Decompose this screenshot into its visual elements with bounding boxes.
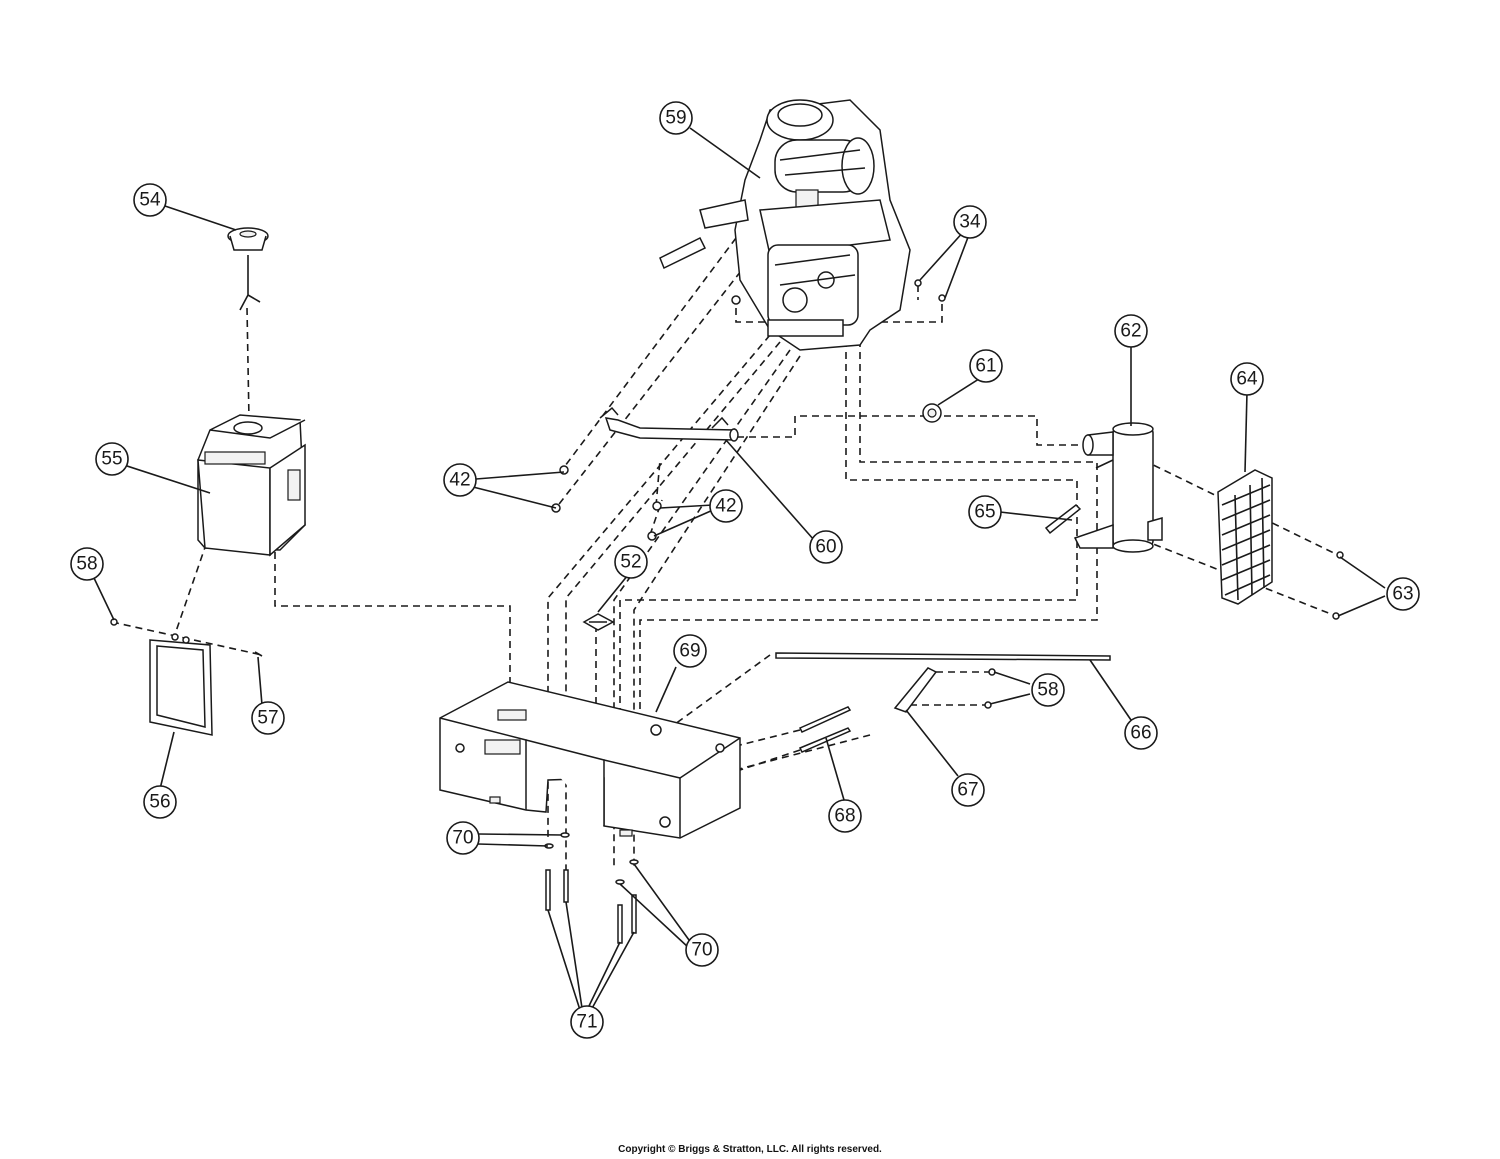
svg-text:54: 54 bbox=[139, 190, 161, 211]
callout-42-right[interactable]: 42 bbox=[709, 489, 743, 523]
callout-54[interactable]: 54 bbox=[133, 183, 167, 217]
svg-text:68: 68 bbox=[834, 806, 855, 827]
svg-text:70: 70 bbox=[691, 940, 712, 961]
callout-58-right[interactable]: 58 bbox=[1031, 673, 1065, 707]
callout-55[interactable]: 55 bbox=[95, 442, 129, 476]
svg-text:71: 71 bbox=[576, 1012, 597, 1033]
engine-mount-plate bbox=[439, 681, 741, 839]
svg-text:65: 65 bbox=[974, 502, 995, 523]
callout-34[interactable]: 34 bbox=[953, 205, 987, 239]
svg-text:42: 42 bbox=[449, 470, 470, 491]
exhaust-pipe bbox=[551, 279, 946, 541]
callout-67[interactable]: 67 bbox=[951, 773, 985, 807]
fuel-cap bbox=[227, 227, 269, 311]
muffler bbox=[1073, 422, 1163, 553]
callout-63[interactable]: 63 bbox=[1386, 577, 1420, 611]
callout-61[interactable]: 61 bbox=[969, 349, 1003, 383]
exhaust-clamp bbox=[922, 403, 942, 423]
muffler-guard bbox=[1217, 469, 1344, 620]
tank-strap bbox=[110, 618, 263, 736]
callout-62[interactable]: 62 bbox=[1114, 314, 1148, 348]
svg-text:52: 52 bbox=[620, 552, 641, 573]
svg-text:69: 69 bbox=[679, 641, 700, 662]
fuel-tank bbox=[197, 414, 306, 557]
callout-70-right[interactable]: 70 bbox=[685, 933, 719, 967]
callout-64[interactable]: 64 bbox=[1230, 362, 1264, 396]
callout-42-left[interactable]: 42 bbox=[443, 463, 477, 497]
svg-text:34: 34 bbox=[959, 212, 981, 233]
svg-text:60: 60 bbox=[815, 537, 836, 558]
svg-text:63: 63 bbox=[1392, 584, 1413, 605]
callout-52[interactable]: 52 bbox=[614, 545, 648, 579]
callout-69[interactable]: 69 bbox=[673, 634, 707, 668]
svg-text:66: 66 bbox=[1130, 723, 1151, 744]
callout-70-left[interactable]: 70 bbox=[446, 821, 480, 855]
callout-71[interactable]: 71 bbox=[570, 1005, 604, 1039]
svg-text:61: 61 bbox=[975, 356, 996, 377]
svg-text:55: 55 bbox=[101, 449, 122, 470]
svg-text:67: 67 bbox=[957, 780, 978, 801]
callout-59[interactable]: 59 bbox=[659, 101, 693, 135]
callouts: 59 54 34 61 62 64 55 42 42 60 65 52 58 6… bbox=[70, 101, 1420, 1039]
callout-58-left[interactable]: 58 bbox=[70, 547, 104, 581]
svg-text:57: 57 bbox=[257, 708, 278, 729]
svg-text:59: 59 bbox=[665, 108, 686, 129]
callout-leaders bbox=[93, 127, 1386, 1013]
svg-text:42: 42 bbox=[715, 496, 736, 517]
svg-text:58: 58 bbox=[76, 554, 97, 575]
callout-68[interactable]: 68 bbox=[828, 799, 862, 833]
copyright-notice: Copyright © Briggs & Stratton, LLC. All … bbox=[618, 1144, 882, 1155]
callout-56[interactable]: 56 bbox=[143, 785, 177, 819]
callout-57[interactable]: 57 bbox=[251, 701, 285, 735]
svg-text:70: 70 bbox=[452, 828, 473, 849]
svg-text:64: 64 bbox=[1236, 369, 1258, 390]
callout-60[interactable]: 60 bbox=[809, 530, 843, 564]
control-rods bbox=[775, 652, 1111, 753]
svg-text:62: 62 bbox=[1120, 321, 1141, 342]
callout-65[interactable]: 65 bbox=[968, 495, 1002, 529]
engine-assembly bbox=[659, 99, 911, 351]
mounting-hardware bbox=[544, 832, 639, 944]
heat-shield bbox=[582, 613, 615, 631]
svg-text:56: 56 bbox=[149, 792, 170, 813]
svg-text:58: 58 bbox=[1037, 680, 1058, 701]
callout-66[interactable]: 66 bbox=[1124, 716, 1158, 750]
